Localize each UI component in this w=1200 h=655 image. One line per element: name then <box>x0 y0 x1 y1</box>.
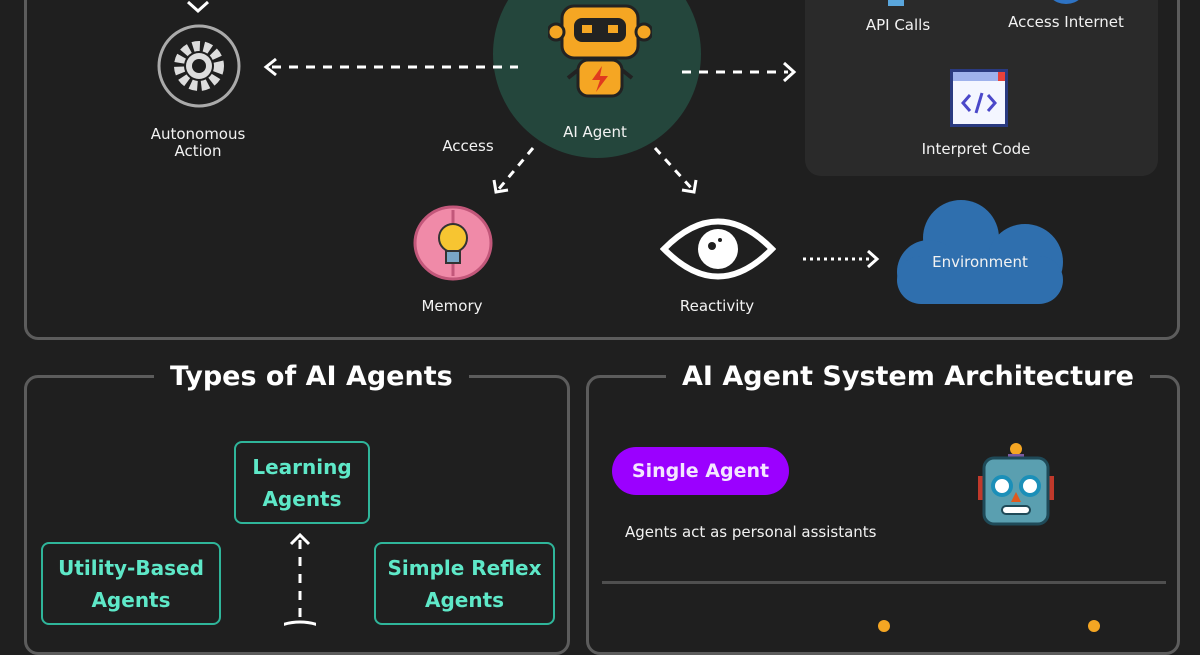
simple-reflex-agents-label: Simple Reflex Agents <box>387 555 542 612</box>
interpret-code-label: Interpret Code <box>921 140 1031 158</box>
down-arrow-icon <box>186 0 210 14</box>
utility-based-agents-label: Utility-Based Agents <box>58 555 204 612</box>
utility-based-agents-box[interactable]: Utility-Based Agents <box>41 542 221 625</box>
robot-face-icon <box>978 443 1054 526</box>
api-icon <box>888 0 904 6</box>
types-title: Types of AI Agents <box>154 361 469 392</box>
architecture-panel <box>586 375 1180 655</box>
cloud-icon <box>897 200 1063 304</box>
ai-agent-label: AI Agent <box>563 123 627 141</box>
single-agent-description: Agents act as personal assistants <box>625 523 877 541</box>
top-panel <box>24 0 1180 340</box>
arrow-to-reactivity <box>653 146 695 192</box>
robot-antenna-icon <box>1088 620 1100 632</box>
memory-label: Memory <box>421 297 483 315</box>
arrows <box>263 57 880 269</box>
architecture-title: AI Agent System Architecture <box>666 361 1150 392</box>
single-agent-label: Single Agent <box>631 460 770 482</box>
gear-icon <box>157 24 241 108</box>
learning-agents-label: Learning Agents <box>252 454 352 511</box>
up-arrow <box>284 532 316 626</box>
learning-agents-box[interactable]: Learning Agents <box>234 441 370 524</box>
code-window-icon <box>950 69 1008 127</box>
api-calls-label: API Calls <box>865 16 931 34</box>
arrow-to-memory <box>496 147 535 191</box>
eye-icon <box>660 218 776 280</box>
section-divider <box>602 581 1166 584</box>
access-label: Access <box>442 137 494 155</box>
brain-bulb-icon <box>413 205 493 281</box>
robot-antenna-icon <box>878 620 890 632</box>
robot-icon <box>548 4 652 98</box>
simple-reflex-agents-box[interactable]: Simple Reflex Agents <box>374 542 555 625</box>
single-agent-badge[interactable]: Single Agent <box>612 447 789 495</box>
access-internet-label: Access Internet <box>1008 13 1124 31</box>
globe-icon <box>1044 0 1088 4</box>
environment-label: Environment <box>932 253 1028 271</box>
reactivity-label: Reactivity <box>679 297 755 315</box>
autonomous-action-label: Autonomous Action <box>150 125 246 160</box>
